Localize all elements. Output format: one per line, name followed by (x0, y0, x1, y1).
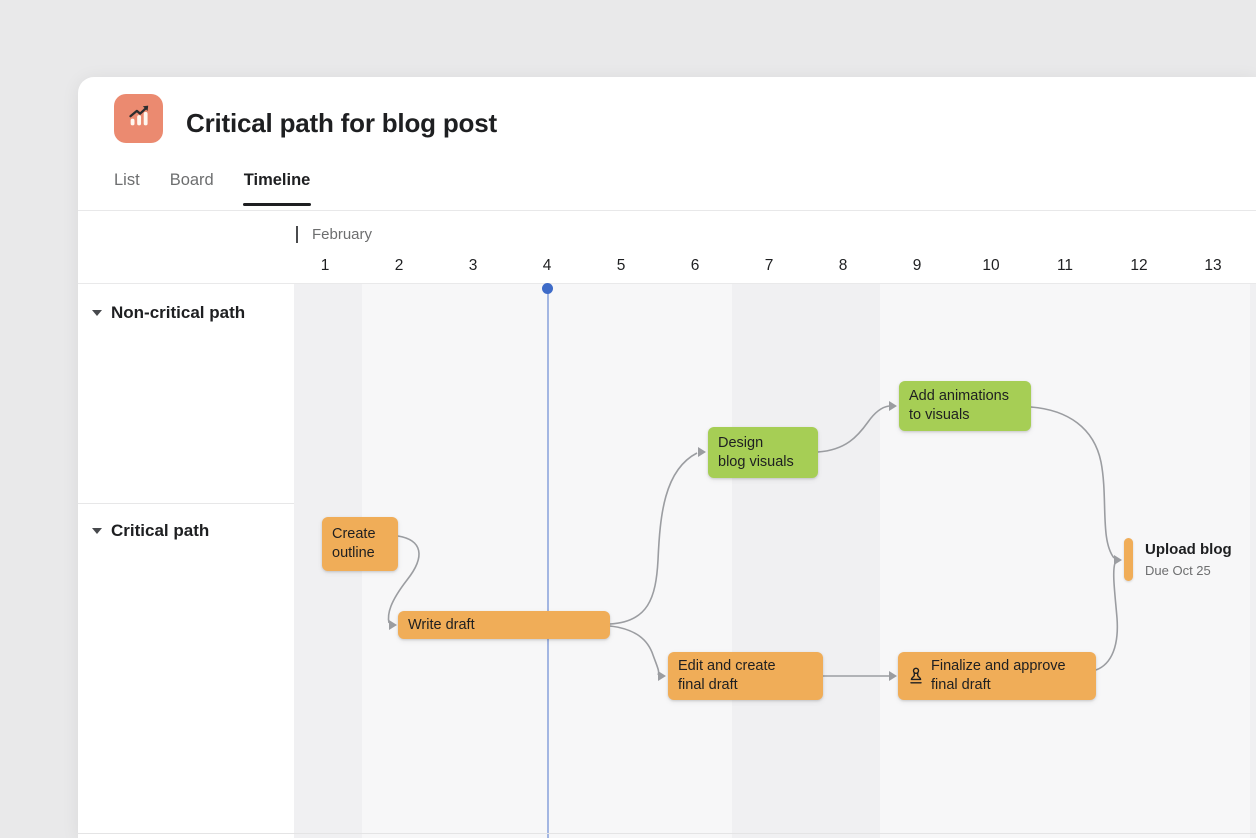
task-label: Create (332, 526, 376, 542)
task-label: Edit and create (678, 658, 776, 674)
tab-timeline[interactable]: Timeline (242, 171, 311, 206)
task-label: Finalize and approve (931, 658, 1066, 674)
page-title: Critical path for blog post (186, 108, 497, 138)
day-header[interactable]: 2 (394, 257, 404, 274)
section-divider (78, 503, 294, 504)
chevron-down-icon (92, 528, 102, 534)
day-header[interactable]: 4 (542, 257, 552, 274)
today-dot[interactable] (542, 283, 553, 294)
task-label: to visuals (909, 407, 970, 423)
project-icon[interactable] (114, 94, 163, 143)
day-header[interactable]: 3 (468, 257, 478, 274)
milestone-upload-blog-bar[interactable] (1124, 538, 1133, 581)
month-start-tick (296, 226, 298, 243)
month-label: February (312, 226, 373, 243)
section-non-critical-path[interactable]: Non-critical path (92, 303, 245, 323)
milestone-title: Upload blog (1145, 541, 1232, 558)
task-create-outline[interactable]: Create outline (322, 517, 398, 571)
task-label: outline (332, 545, 375, 561)
task-label: Add animations (909, 388, 1009, 404)
day-header[interactable]: 1 (320, 257, 330, 274)
task-label: Design (718, 434, 764, 451)
milestone-due-date: Due Oct 25 (1145, 563, 1211, 578)
day-header[interactable]: 6 (690, 257, 700, 274)
day-header[interactable]: 9 (912, 257, 922, 274)
date-row-divider (78, 283, 1256, 284)
header-divider (78, 210, 1256, 211)
task-label: final draft (678, 677, 738, 693)
weekend-shade-day14 (1250, 284, 1256, 838)
chart-line-up-icon (124, 101, 154, 136)
day-header[interactable]: 7 (764, 257, 774, 274)
day-header[interactable]: 5 (616, 257, 626, 274)
tab-board[interactable]: Board (169, 171, 214, 189)
day-header[interactable]: 12 (1130, 257, 1148, 274)
bottom-scroll-divider (78, 833, 1256, 834)
chevron-down-icon (92, 310, 102, 316)
day-header[interactable]: 8 (838, 257, 848, 274)
task-label: final draft (931, 677, 991, 693)
task-design-blog-visuals[interactable]: Design blog visuals (708, 427, 818, 478)
task-finalize-and-approve-final-draft[interactable]: Finalize and approve final draft (898, 652, 1096, 700)
section-critical-path[interactable]: Critical path (92, 521, 209, 541)
task-label: blog visuals (718, 453, 794, 470)
weekend-shade-day7-8 (732, 284, 880, 838)
task-write-draft[interactable]: Write draft (398, 611, 610, 639)
view-tabs: List Board Timeline (114, 171, 311, 206)
day-header[interactable]: 11 (1056, 257, 1074, 274)
stamp-icon (908, 667, 924, 686)
today-line (547, 288, 549, 838)
tab-list[interactable]: List (114, 171, 140, 189)
day-header[interactable]: 10 (982, 257, 1000, 274)
section-label: Critical path (111, 521, 210, 540)
task-label: Write draft (408, 616, 475, 633)
task-edit-and-create-final-draft[interactable]: Edit and create final draft (668, 652, 823, 700)
day-header[interactable]: 13 (1204, 257, 1222, 274)
task-add-animations-to-visuals[interactable]: Add animations to visuals (899, 381, 1031, 431)
section-label: Non-critical path (111, 303, 246, 322)
row-label-sidebar (78, 284, 294, 838)
